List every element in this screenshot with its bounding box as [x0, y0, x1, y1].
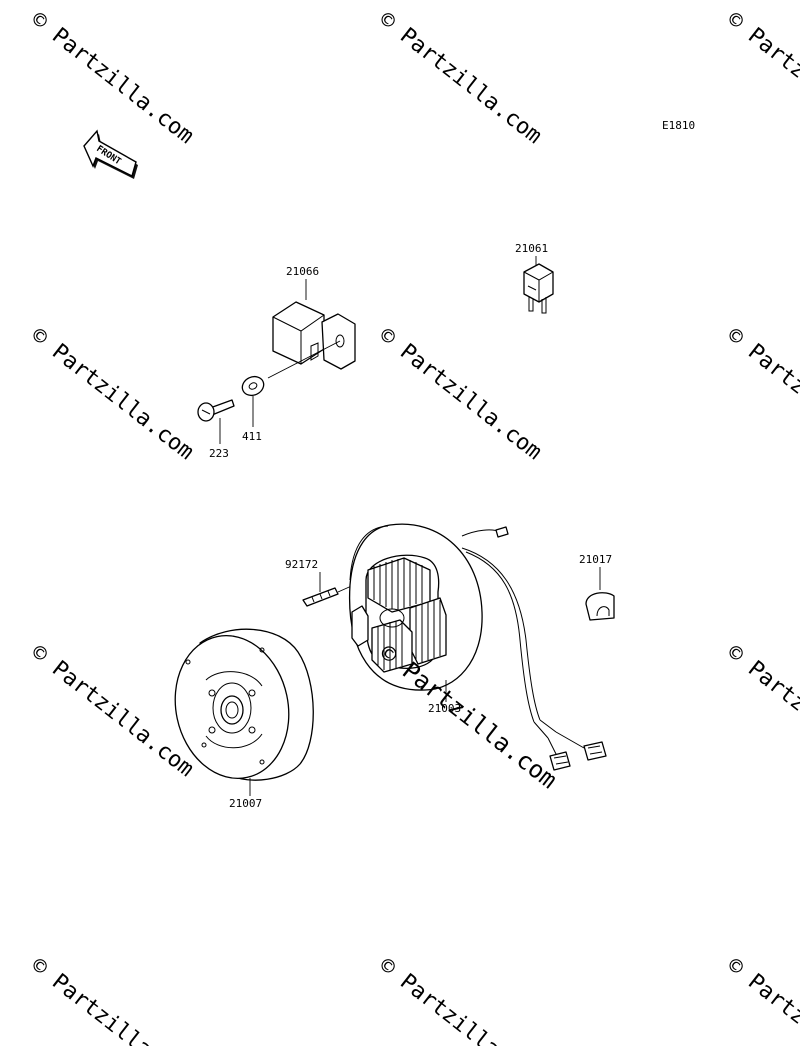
watermark: © Partzilla.com [722, 323, 800, 465]
part-21017-grommet[interactable]: 21017 [579, 553, 615, 621]
callout-21066: 21066 [286, 265, 319, 278]
front-arrow: FRONT [83, 129, 138, 179]
diagram-code: E1810 [662, 119, 695, 132]
watermark: © Partzilla.com [374, 7, 546, 149]
watermark: © Partzilla.com [722, 640, 800, 782]
part-411-washer[interactable]: 411 [239, 373, 267, 443]
part-223-screw[interactable]: 223 [197, 399, 235, 460]
watermark: © Partzilla.com [722, 7, 800, 149]
watermark: © Partzilla.com [26, 953, 198, 1046]
watermark: © Partzilla.com [722, 953, 800, 1046]
callout-411: 411 [242, 430, 262, 443]
watermark: © Partzilla.com [374, 323, 546, 465]
part-21061-relay[interactable]: 21061 [515, 242, 554, 314]
part-21003-stator[interactable]: 21003 [348, 523, 607, 771]
watermark: © Partzilla.com [26, 640, 198, 782]
callout-21003: 21003 [428, 702, 461, 715]
callout-21061: 21061 [515, 242, 548, 255]
part-21066-regulator[interactable]: 21066 [267, 265, 356, 379]
part-21007-rotor[interactable]: 21007 [162, 625, 314, 810]
watermark: © Partzilla.com [26, 7, 198, 149]
callout-21007: 21007 [229, 797, 262, 810]
watermark: © Partzilla.com [374, 953, 546, 1046]
callout-223: 223 [209, 447, 229, 460]
part-92172-screw[interactable]: 92172 [285, 558, 357, 607]
watermark: © Partzilla.com [26, 323, 198, 465]
callout-21017: 21017 [579, 553, 612, 566]
callout-92172: 92172 [285, 558, 318, 571]
